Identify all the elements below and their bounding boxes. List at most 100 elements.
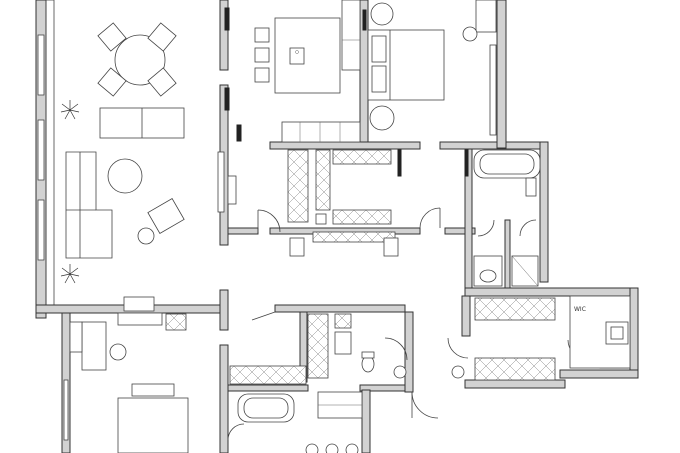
bedroom-wardrobe <box>489 44 497 136</box>
wall-bedroom-east <box>496 0 507 149</box>
jamb-3 <box>362 9 367 31</box>
doors <box>227 207 587 441</box>
door-swing-5 <box>384 337 408 361</box>
dining-chair-4 <box>147 67 177 97</box>
window-living-3 <box>37 199 45 261</box>
door-swing-3 <box>477 219 495 237</box>
tv-unit <box>217 151 225 213</box>
walls <box>35 0 639 453</box>
bathroom-2 <box>237 391 363 453</box>
storage-south <box>307 313 329 379</box>
sectional-sofa <box>65 151 113 259</box>
door-living-hall <box>251 311 276 321</box>
bar-stool-1 <box>254 27 270 43</box>
wall-dressing-south <box>464 379 566 389</box>
jamb-6 <box>236 124 242 142</box>
wall-wic-south <box>559 369 639 379</box>
wall-bath-partition <box>504 219 511 293</box>
island-sink <box>289 47 305 65</box>
plant-icon <box>60 100 80 120</box>
bar-stool-2 <box>254 47 270 63</box>
console <box>123 296 155 312</box>
bar-stool-3 <box>254 67 270 83</box>
toilet-icon <box>479 269 497 283</box>
wic-label: WIC <box>574 306 586 313</box>
wall-bath1-north <box>439 141 541 150</box>
bathtub-icon <box>237 393 295 423</box>
pillow-2 <box>371 65 387 93</box>
vanity-basin-3 <box>345 443 359 453</box>
vanity-basin-1 <box>305 443 319 453</box>
storage-2 <box>315 149 331 211</box>
dressing-basin-round <box>451 365 465 379</box>
hall-chair-2 <box>383 237 399 257</box>
study-chair <box>109 343 127 361</box>
wardrobe-bedroom2 <box>229 365 307 385</box>
jamb-5 <box>464 149 469 177</box>
wall-hall-top-left <box>227 227 259 235</box>
plant-icon <box>60 264 80 284</box>
wall-bedroom2-north-pillar <box>219 289 229 331</box>
wic-sink <box>605 321 629 345</box>
wc-basin <box>334 331 352 355</box>
wall-bath1-east <box>539 141 549 283</box>
wall-hall-south <box>274 304 406 313</box>
bathroom-1 <box>473 149 541 287</box>
wc <box>334 331 465 379</box>
walk-in-closet: WIC <box>569 295 631 369</box>
wall-bedroom2-east <box>219 344 229 453</box>
dining-area <box>97 22 177 97</box>
coffee-table <box>107 158 143 194</box>
door-swing-6 <box>447 337 469 359</box>
hall-closet <box>312 231 396 243</box>
kitchen-counter-east <box>341 0 361 71</box>
kitchen-island <box>274 17 341 94</box>
headboard-bench <box>131 383 175 397</box>
balcony-rail <box>45 0 55 306</box>
window-living-2 <box>37 119 45 181</box>
door-swing-9 <box>227 423 245 441</box>
desk <box>475 0 497 33</box>
bathtub-icon <box>473 149 541 179</box>
side-table <box>137 227 155 245</box>
window-jambs <box>224 7 469 177</box>
door-swing-8 <box>411 391 439 419</box>
nightstand-1 <box>370 2 394 26</box>
wall-bath1-south <box>444 227 476 235</box>
dining-chair-2 <box>147 22 177 52</box>
door-swing-4 <box>519 219 537 237</box>
storage-small <box>334 313 352 329</box>
wardrobe-bottom <box>332 209 392 225</box>
wall-kitchen-west-upper <box>219 0 229 71</box>
storage-living <box>165 313 187 331</box>
nightstand-2 <box>369 105 395 131</box>
hall-furniture <box>117 213 399 326</box>
desk-chair <box>462 26 478 42</box>
wall-wc-east <box>404 311 414 393</box>
shelf-unit <box>69 321 83 353</box>
master-bedroom <box>367 0 497 136</box>
window-living-1 <box>37 34 45 96</box>
dining-chair-3 <box>97 67 127 97</box>
jamb-1 <box>224 7 230 31</box>
bench <box>117 312 163 326</box>
dressing-bottom <box>474 357 556 381</box>
vanity-basin-2 <box>325 443 339 453</box>
kitchen-counter-south <box>281 121 361 143</box>
bedroom-2 <box>69 321 189 453</box>
study-desk <box>81 321 107 371</box>
pillow-1 <box>371 35 387 63</box>
armchair <box>147 198 185 234</box>
door-swing-1 <box>257 209 281 233</box>
door-swing-2 <box>419 207 441 229</box>
living-area <box>65 107 237 259</box>
wall-wic-north <box>464 287 636 297</box>
wall-dressing-west <box>461 295 471 337</box>
dining-chair-1 <box>97 22 127 52</box>
kitchen <box>254 0 361 143</box>
double-bed-2 <box>117 397 189 453</box>
jamb-4 <box>397 149 402 177</box>
wc-basin-round <box>393 365 407 379</box>
wardrobe-top <box>332 149 392 165</box>
